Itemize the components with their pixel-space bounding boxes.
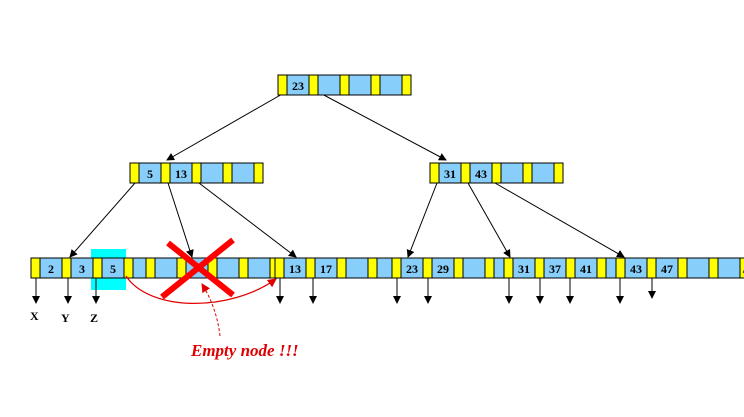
pointer-cell <box>92 257 103 279</box>
pointer-cell <box>238 257 249 279</box>
key-cell <box>348 74 372 96</box>
leaf-node-1: 2 3 5 <box>30 257 165 279</box>
key-cell <box>247 257 271 279</box>
key-label: 43 <box>475 167 487 181</box>
key-label: 43 <box>630 262 642 276</box>
pointer-cell <box>305 257 316 279</box>
leaf-node-6: 43 47 / <box>615 257 744 279</box>
pointer-cell <box>129 162 140 184</box>
pointer-cell <box>339 74 350 96</box>
record-pointers <box>32 278 656 304</box>
annotation-pointer <box>201 283 221 337</box>
internal-node-right: 31 43 <box>429 162 564 184</box>
empty-node-annotation: Empty node !!! <box>190 341 299 360</box>
key-cell <box>379 74 403 96</box>
key-cell <box>216 257 240 279</box>
record-label-y: Y <box>61 311 70 325</box>
pointer-cell <box>308 74 319 96</box>
edge-root-to-internal-left <box>166 92 285 161</box>
last-pointer-cell <box>401 74 412 96</box>
key-label: 47 <box>661 262 673 276</box>
key-label: 41 <box>580 262 592 276</box>
key-cell <box>686 257 710 279</box>
key-label: 37 <box>549 262 561 276</box>
edge-internal-right-to-leaf-5 <box>494 182 625 258</box>
key-label: 23 <box>406 262 418 276</box>
pointer-cell <box>491 162 502 184</box>
internal-node-left: 5 13 <box>129 162 264 184</box>
key-cell <box>717 257 741 279</box>
pointer-cell <box>677 257 688 279</box>
key-label: 13 <box>289 262 301 276</box>
edge-internal-right-to-leaf-3 <box>406 182 438 258</box>
pointer-cell <box>61 257 72 279</box>
pointer-cell <box>336 257 347 279</box>
leaf-node-5: 31 37 41 <box>503 257 638 279</box>
pointer-cell <box>30 257 41 279</box>
key-label: 5 <box>147 167 153 181</box>
pointer-cell <box>615 257 626 279</box>
key-cell <box>231 162 255 184</box>
key-label: 31 <box>518 262 530 276</box>
pointer-cell <box>367 257 378 279</box>
pointer-cell <box>534 257 545 279</box>
last-pointer-cell <box>739 257 744 279</box>
pointer-cell <box>429 162 440 184</box>
key-label: 17 <box>320 262 332 276</box>
key-label: 23 <box>292 79 304 93</box>
key-label: 13 <box>175 167 187 181</box>
pointer-cell <box>460 162 471 184</box>
key-label: 29 <box>437 262 449 276</box>
pointer-cell <box>422 257 433 279</box>
pointer-cell <box>596 257 607 279</box>
key-cell <box>462 257 486 279</box>
pointer-cell <box>145 257 156 279</box>
pointer-cell <box>123 257 134 279</box>
key-cell <box>200 162 224 184</box>
key-cell <box>317 74 341 96</box>
redistribution-arrow <box>125 275 277 305</box>
pointer-cell <box>274 257 285 279</box>
pointer-cell <box>160 162 171 184</box>
leaf-node-3: 13 17 <box>274 257 409 279</box>
pointer-cell <box>708 257 719 279</box>
edge-internal-left-to-leaf-2 <box>198 182 297 258</box>
edge-internal-right-to-leaf-4 <box>467 182 511 258</box>
key-label: 31 <box>444 167 456 181</box>
record-label-z: Z <box>90 311 98 325</box>
edge-root-to-internal-right <box>319 92 447 161</box>
record-label-x: X <box>30 309 39 323</box>
pointer-cell <box>503 257 514 279</box>
last-pointer-cell <box>553 162 564 184</box>
pointer-cell <box>453 257 464 279</box>
key-label: 3 <box>79 262 85 276</box>
pointer-cell <box>222 162 233 184</box>
key-cell <box>500 162 524 184</box>
last-pointer-cell <box>253 162 264 184</box>
key-cell <box>345 257 369 279</box>
cross-stroke <box>160 237 235 300</box>
pointer-cell <box>565 257 576 279</box>
pointer-cell <box>391 257 402 279</box>
null-pointer-label: / <box>742 262 744 276</box>
pointer-cell <box>277 74 288 96</box>
key-cell <box>154 257 178 279</box>
pointer-cell <box>646 257 657 279</box>
pointer-cell <box>191 162 202 184</box>
pointer-cell <box>370 74 381 96</box>
pointer-cell <box>484 257 495 279</box>
root-node: 23 <box>277 74 412 96</box>
key-cell <box>531 162 555 184</box>
deletion-cross <box>160 237 235 300</box>
key-label: 2 <box>48 262 54 276</box>
edge-internal-left-to-leaf-0 <box>69 182 136 258</box>
key-label: 5 <box>110 262 116 276</box>
pointer-cell <box>522 162 533 184</box>
edge-internal-left-to-leaf-1 <box>167 182 194 258</box>
